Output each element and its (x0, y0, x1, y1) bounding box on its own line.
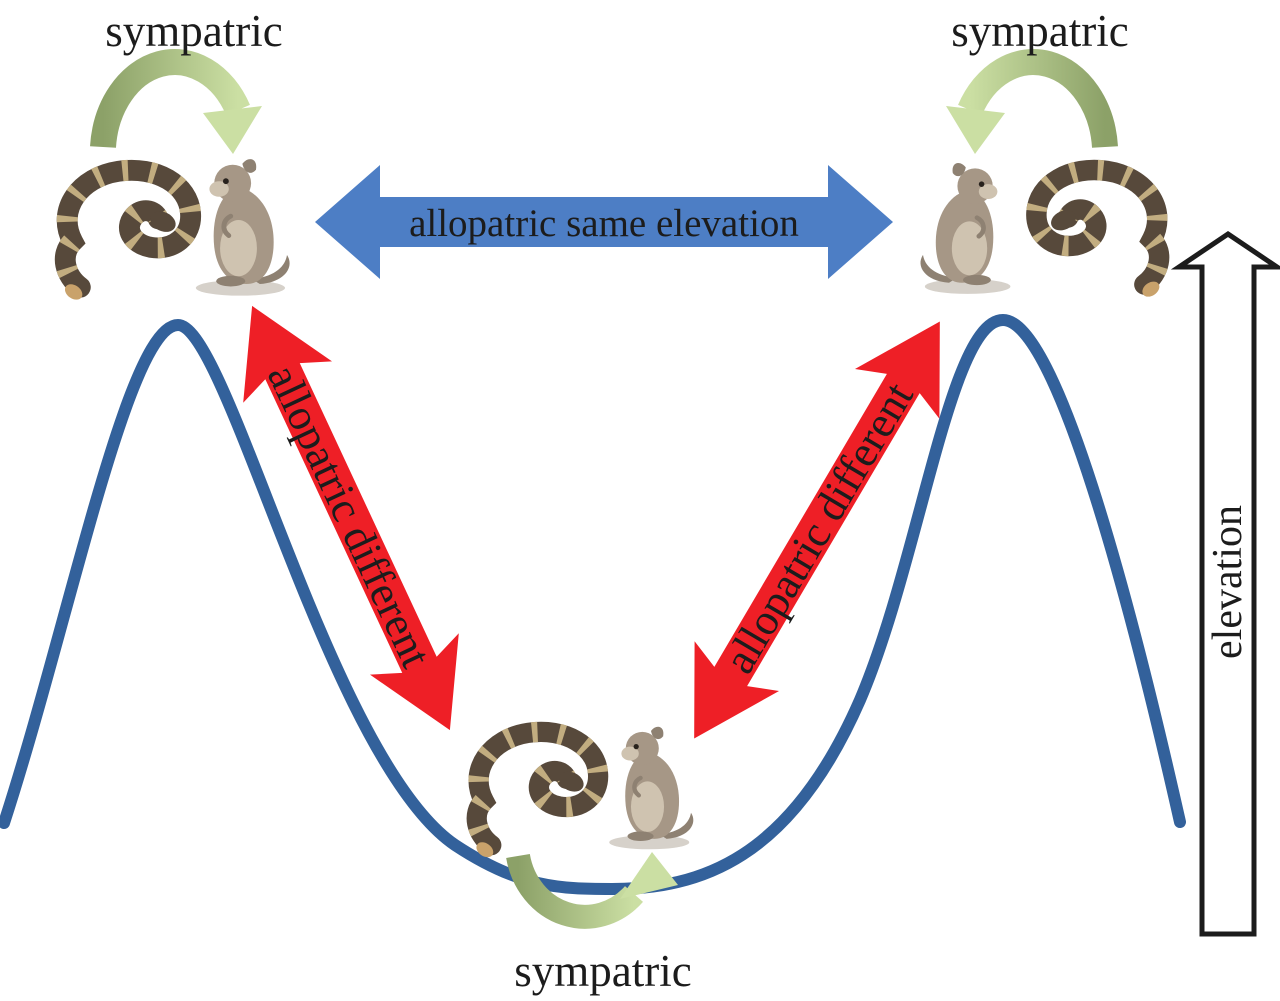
allopatric-different-label-left: allopatric different (258, 357, 441, 675)
squirrel-image (920, 163, 1010, 294)
squirrel-image (609, 727, 693, 849)
elevation-axis-label: elevation (1205, 505, 1251, 659)
sympatric-loop-arrow-bottom (506, 852, 678, 929)
top-right-population (920, 163, 1162, 300)
sympatric-label-bottom: sympatric (514, 946, 691, 996)
allopatric-different-arrow-left (243, 305, 459, 731)
top-left-population (62, 159, 290, 303)
allopatric-same-elevation-label: allopatric same elevation (409, 202, 799, 245)
mountain-elevation-curve (0, 313, 1186, 896)
rattlesnake-image (474, 732, 599, 860)
allopatric-different-arrow-right (694, 321, 940, 739)
elevation-axis-arrow (1170, 230, 1280, 937)
sympatric-label-top-left: sympatric (105, 6, 282, 56)
valley-population (474, 727, 694, 860)
allopatric-same-elevation-arrow (315, 165, 893, 279)
allopatric-different-label-right: allopatric different (714, 374, 923, 681)
squirrel-image (196, 159, 290, 296)
sympatric-loop-arrow-top-left (90, 49, 262, 154)
rattlesnake-image (62, 170, 191, 303)
rattlesnake-image (1036, 170, 1162, 300)
sympatric-loop-arrow-top-right (946, 49, 1118, 154)
sympatric-label-top-right: sympatric (951, 6, 1128, 56)
